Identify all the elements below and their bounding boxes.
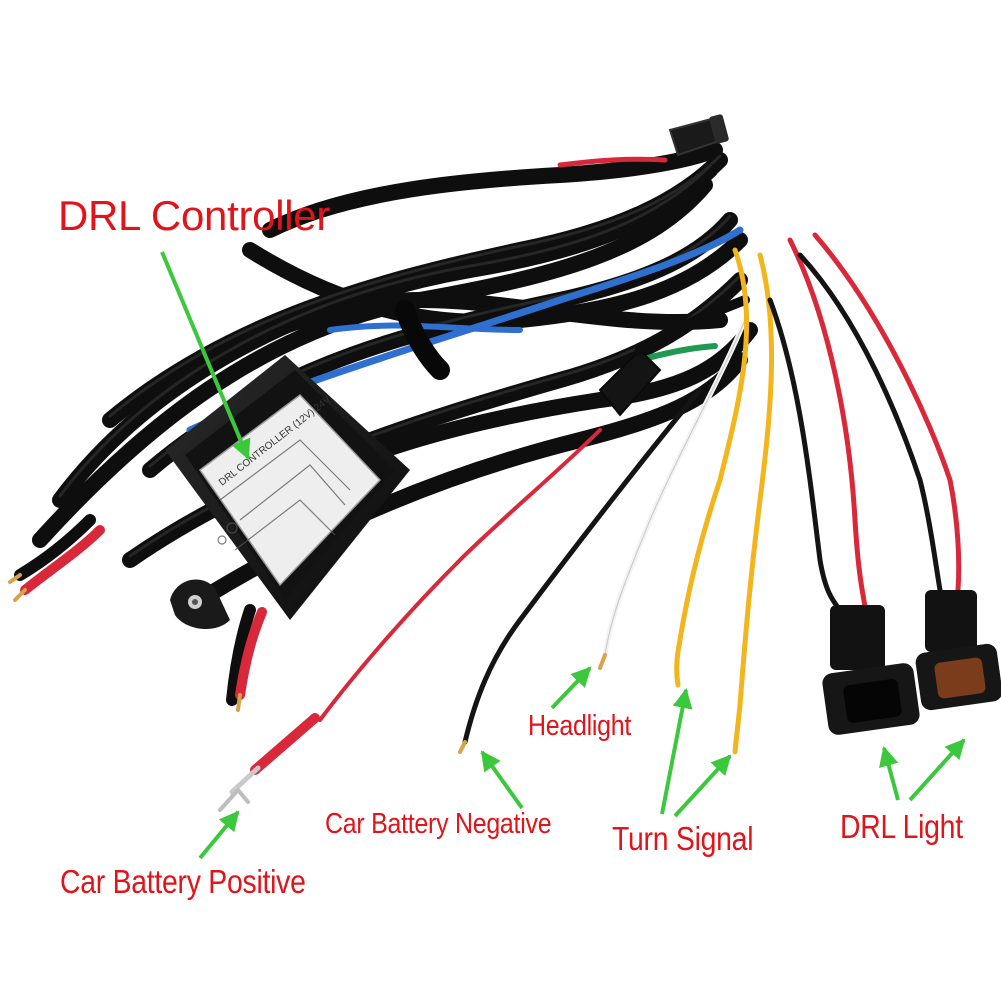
arrow-car-battery-negative	[480, 750, 524, 810]
arrow-car-battery-positive	[198, 810, 240, 860]
arrow-turn-signal-left	[660, 688, 693, 815]
label-drl-controller: DRL Controller	[58, 192, 330, 239]
arrow-drl-light-right	[908, 738, 966, 802]
callout-arrows	[160, 251, 966, 860]
drl-light-connector-left	[822, 605, 920, 735]
left-wire-ends	[8, 514, 267, 712]
label-drl-light: DRL Light	[840, 808, 963, 845]
arrow-drl-controller	[160, 251, 251, 460]
top-connector	[668, 114, 729, 157]
label-car-battery-negative: Car Battery Negative	[325, 808, 552, 840]
label-car-battery-positive: Car Battery Positive	[60, 863, 306, 900]
arrow-turn-signal-right	[673, 754, 732, 818]
loose-wires	[218, 232, 962, 812]
drl-light-connector-right	[915, 590, 1001, 711]
arrow-headlight	[550, 666, 592, 710]
label-headlight: Headlight	[528, 710, 632, 742]
label-turn-signal: Turn Signal	[612, 820, 754, 857]
arrow-drl-light-left	[879, 746, 900, 801]
